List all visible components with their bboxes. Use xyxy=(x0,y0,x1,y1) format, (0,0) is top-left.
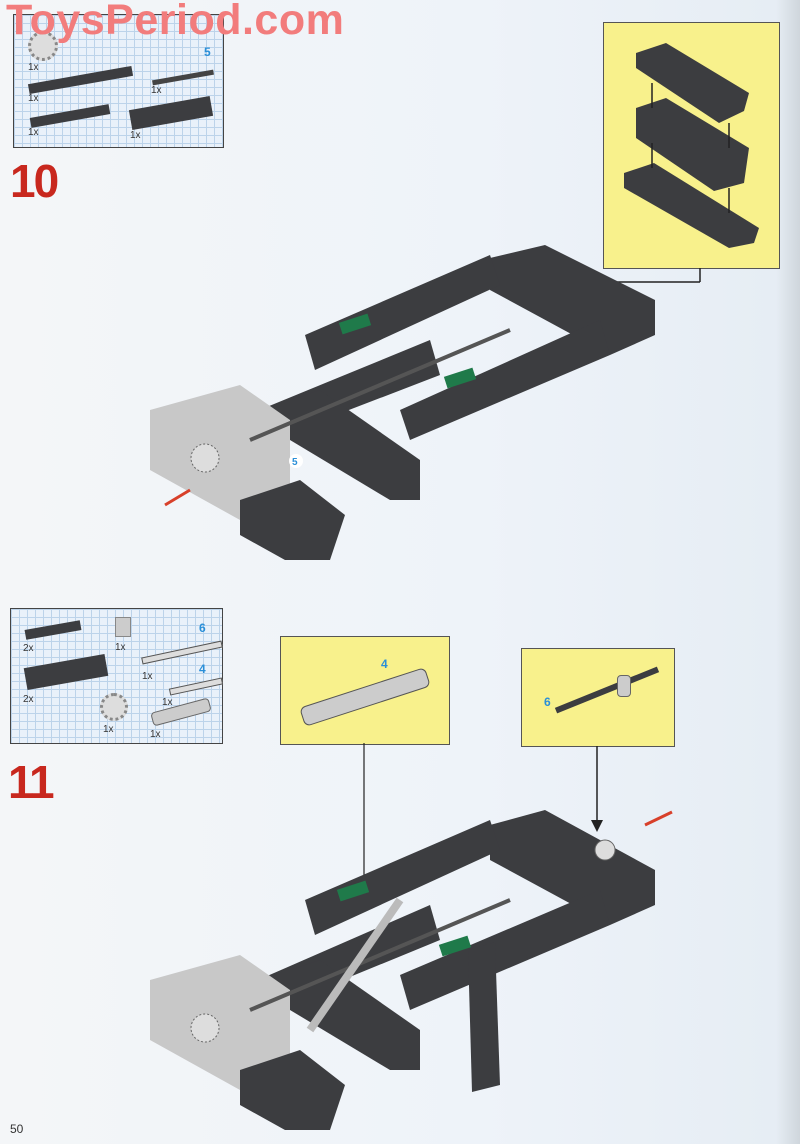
part-qty: 2x xyxy=(23,694,34,705)
step-10-model: 5 xyxy=(150,245,701,560)
bush-icon xyxy=(617,675,631,697)
bush-icon xyxy=(115,617,131,637)
part-qty: 1x xyxy=(28,62,39,73)
axle-length-label: 5 xyxy=(292,457,298,468)
sub-assembly-callout xyxy=(603,22,780,269)
axle-length: 6 xyxy=(544,695,551,709)
part-qty: 1x xyxy=(151,85,162,96)
part-qty: 1x xyxy=(28,127,39,138)
part-qty: 1x xyxy=(115,642,126,653)
step-number: 10 xyxy=(10,155,59,207)
axle-callout: 6 xyxy=(521,648,675,747)
axle-length: 4 xyxy=(381,657,388,671)
step-11-model xyxy=(150,743,673,1130)
part-qty: 1x xyxy=(142,671,153,682)
parts-list-step-10: 1x 1x 1x 5 1x 1x xyxy=(13,14,224,148)
axle-length: 4 xyxy=(199,662,206,676)
part-qty: 1x xyxy=(162,697,173,708)
part-qty: 2x xyxy=(23,643,34,654)
watermark: ToysPeriod.com xyxy=(6,0,345,44)
part-qty: 1x xyxy=(130,130,141,141)
gear-icon xyxy=(28,31,58,61)
axle-length: 6 xyxy=(199,621,206,635)
universal-joint-callout: 4 xyxy=(280,636,450,745)
part-qty: 1x xyxy=(28,93,39,104)
step-number: 11 xyxy=(8,756,55,808)
parts-list-step-11: 2x 1x 6 1x 2x 4 1x 1x 1x xyxy=(10,608,224,744)
gear-icon xyxy=(100,693,128,721)
axle-length: 5 xyxy=(204,45,211,59)
part-qty: 1x xyxy=(150,729,161,740)
part-qty: 1x xyxy=(103,724,114,735)
plate-stack-illustration xyxy=(624,43,759,248)
page-number: 50 xyxy=(10,1122,24,1136)
